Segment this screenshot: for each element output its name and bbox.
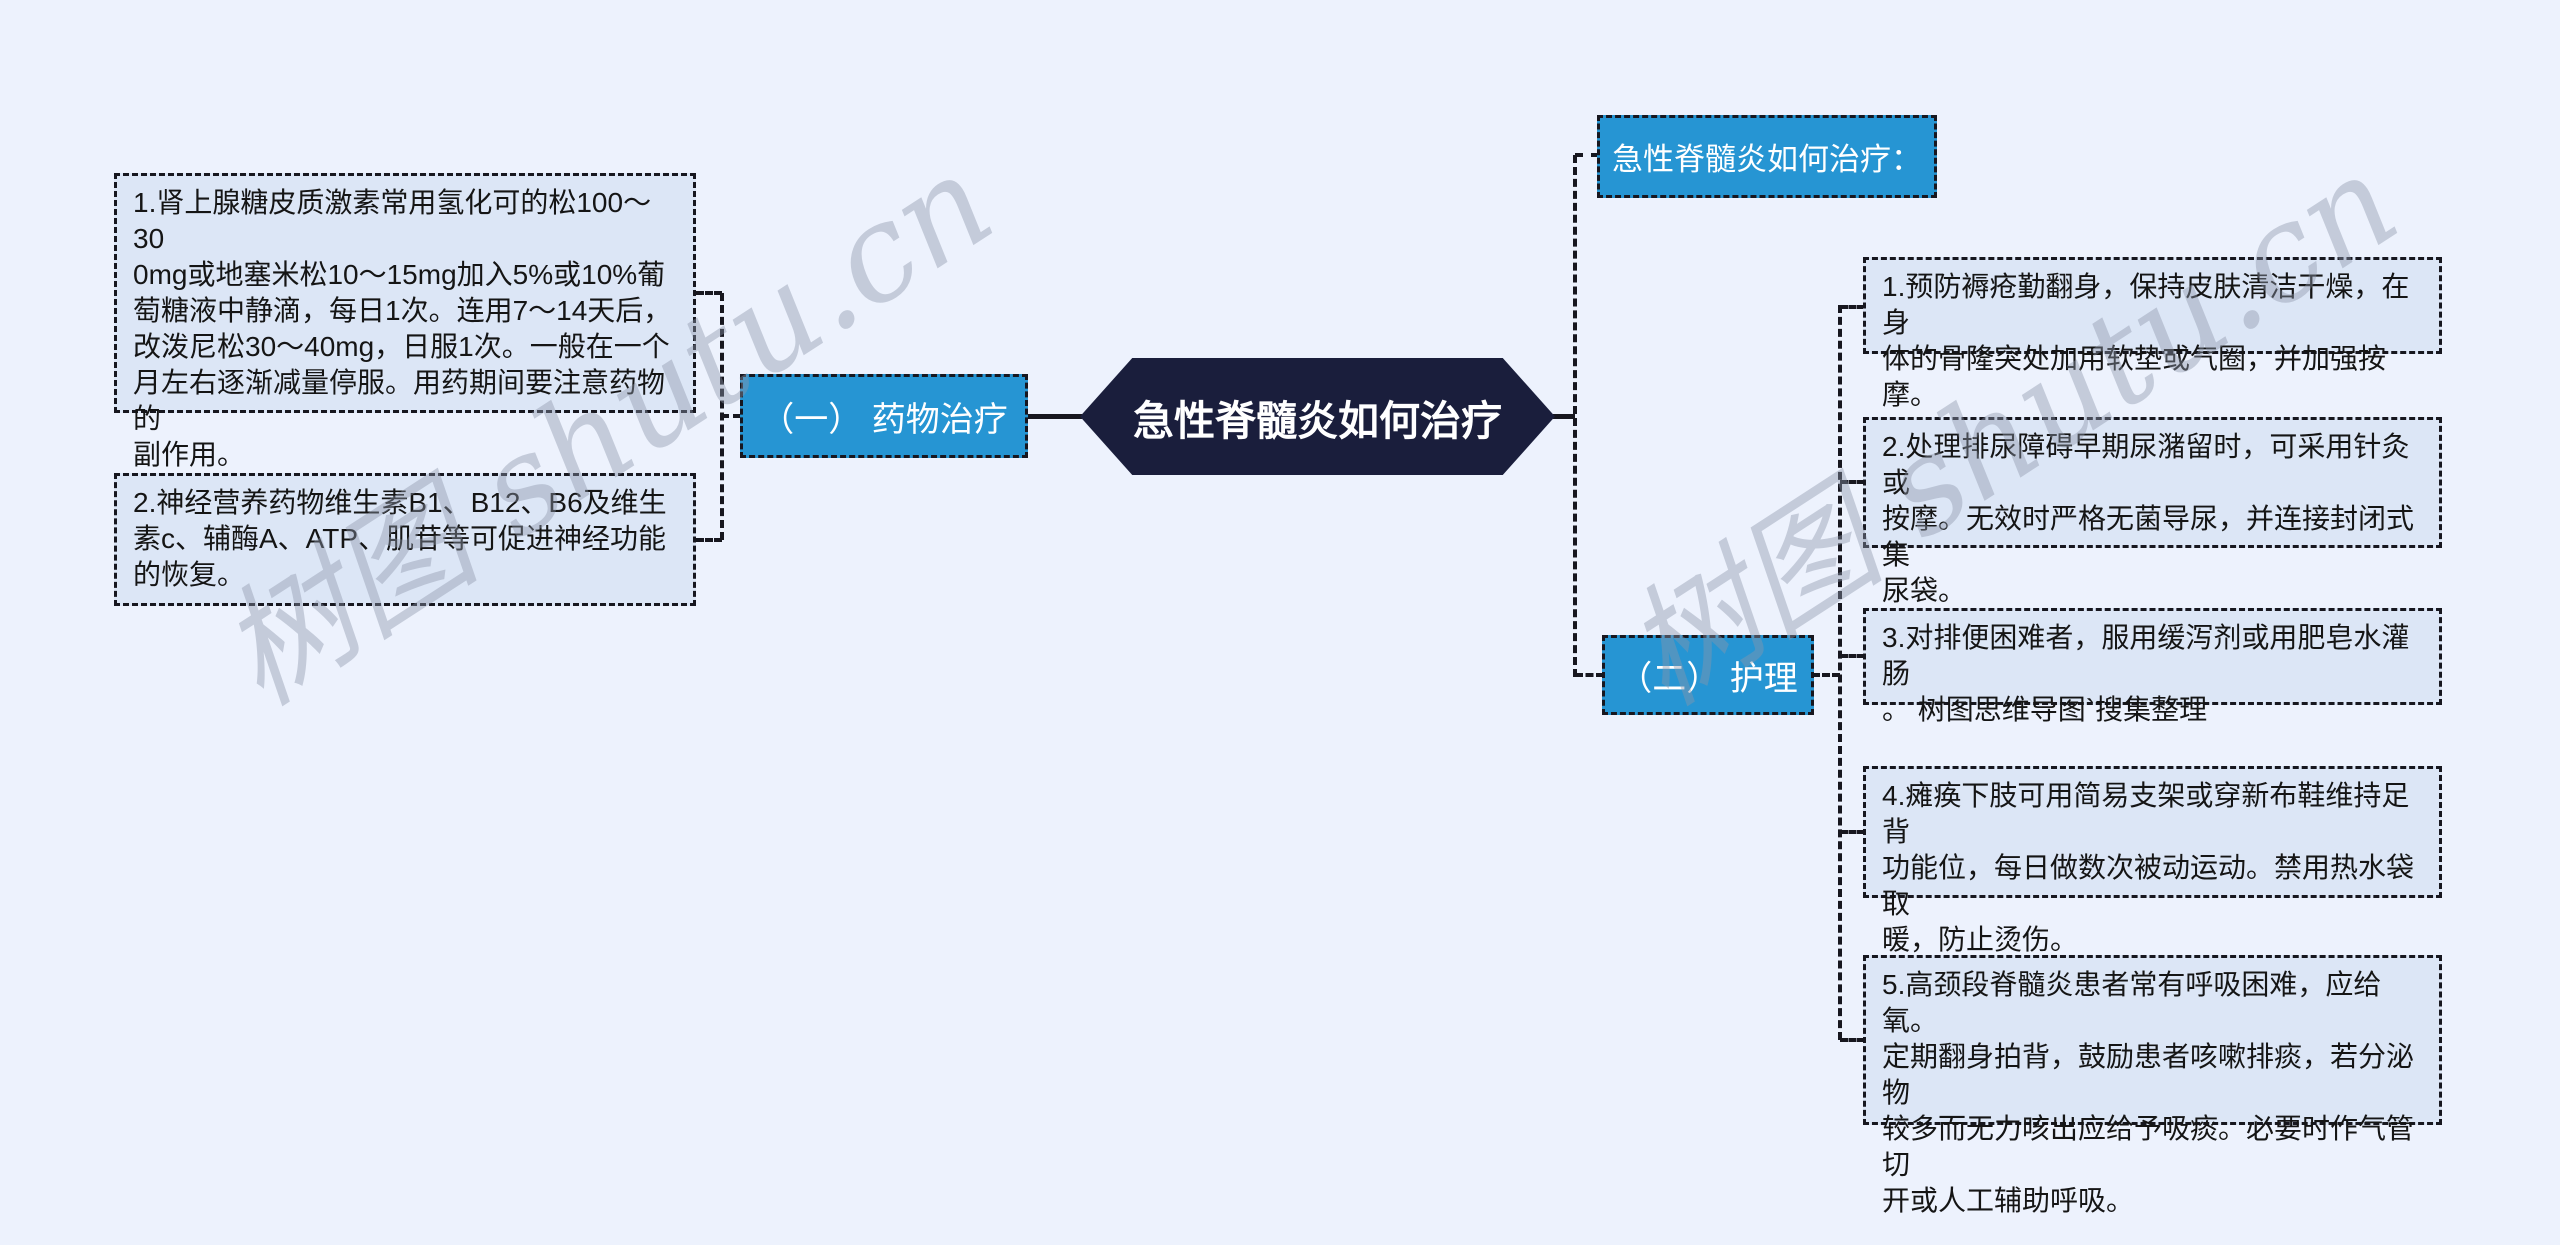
connector-nursing-stub	[1575, 673, 1604, 677]
nursing-item-5[interactable]: 5.高颈段脊髓炎患者常有呼吸困难，应给氧。 定期翻身拍背，鼓励患者咳嗽排痰，若分…	[1863, 955, 2442, 1216]
nursing-item-1[interactable]: 1.预防褥疮勤翻身，保持皮肤清洁干燥，在身 体的骨隆突处加用软垫或气圈，并加强按…	[1863, 257, 2442, 410]
connector-r-item4	[1840, 830, 1865, 834]
connector-r-item3	[1840, 654, 1865, 658]
branch-node-drug-treatment[interactable]: （一） 药物治疗	[740, 374, 1028, 458]
connector-r-item2	[1840, 480, 1865, 484]
connector-center-to-right	[1553, 414, 1575, 419]
connector-drug-to-center	[1026, 414, 1082, 419]
connector-r-item5	[1840, 1038, 1865, 1042]
right-header-node[interactable]: 急性脊髓炎如何治疗：	[1597, 115, 1937, 198]
nursing-item-3[interactable]: 3.对排便困难者，服用缓泻剂或用肥皂水灌肠 。 树图思维导图`搜集整理	[1863, 608, 2442, 725]
branch-node-nursing[interactable]: （二） 护理	[1602, 635, 1814, 715]
connector-nursing-to-line	[1812, 673, 1840, 677]
drug-item-2[interactable]: 2.神经营养药物维生素B1、B12、B6及维生 素c、辅酶A、ATP、肌苷等可促…	[114, 473, 696, 606]
connector-right-vertical-1	[1573, 155, 1577, 677]
central-topic-node[interactable]: 急性脊髓炎如何治疗	[1080, 358, 1555, 475]
connector-left-node-stub	[721, 414, 741, 418]
nursing-item-4[interactable]: 4.瘫痪下肢可用简易支架或穿新布鞋维持足背 功能位，每日做数次被动运动。禁用热水…	[1863, 766, 2442, 955]
connector-header-stub	[1575, 153, 1599, 157]
nursing-item-2[interactable]: 2.处理排尿障碍早期尿潴留时，可采用针灸或 按摩。无效时严格无菌导尿，并连接封闭…	[1863, 417, 2442, 606]
connector-right-vertical-2	[1838, 305, 1842, 1040]
connector-left-item2	[696, 538, 722, 542]
connector-r-item1	[1840, 305, 1865, 309]
connector-left-item1	[696, 291, 722, 295]
drug-item-1[interactable]: 1.肾上腺糖皮质激素常用氢化可的松100～30 0mg或地塞米松10～15mg加…	[114, 173, 696, 470]
